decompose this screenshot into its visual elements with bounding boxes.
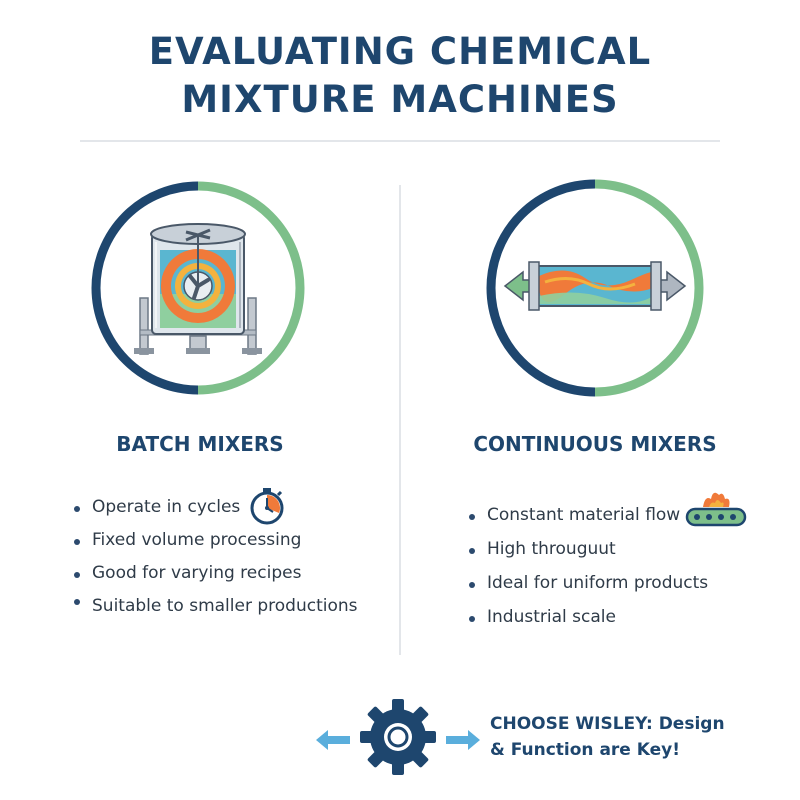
footer-tagline: CHOOSE WISLEY: Design & Function are Key…	[490, 714, 725, 760]
left-arrow-icon	[316, 730, 350, 750]
list-item: Industrial scale	[465, 606, 765, 628]
right-arrow-icon	[446, 730, 480, 750]
page-title: EVALUATING CHEMICAL MIXTURE MACHINES	[0, 28, 800, 124]
title-line-2: MIXTURE MACHINES	[181, 78, 619, 121]
conveyor-flame-icon	[685, 492, 747, 527]
continuous-mixers-list: Constant material flow High througuut Id…	[465, 504, 765, 640]
continuous-flow-pipe-icon	[486, 179, 704, 397]
title-divider	[80, 140, 720, 142]
list-item: Fixed volume processing	[70, 529, 370, 551]
batch-mixers-heading: BATCH MIXERS	[116, 432, 284, 456]
column-divider	[399, 185, 401, 655]
continuous-mixers-heading: CONTINUOUS MIXERS	[473, 432, 717, 456]
list-item: Ideal for uniform products	[465, 572, 765, 594]
list-item: Good for varying recipes	[70, 562, 370, 584]
batch-mixers-list: Operate in cycles Fixed volume processin…	[70, 496, 370, 634]
title-line-1: EVALUATING CHEMICAL	[148, 30, 652, 73]
list-item: High througuut	[465, 538, 765, 560]
batch-mixer-tank-icon	[91, 181, 305, 395]
list-item: Operate in cycles	[70, 496, 370, 518]
list-item: Suitable to smaller productions	[70, 589, 370, 623]
list-item: Constant material flow	[465, 504, 765, 526]
gear-icon	[360, 699, 436, 775]
stopwatch-icon	[250, 488, 284, 525]
